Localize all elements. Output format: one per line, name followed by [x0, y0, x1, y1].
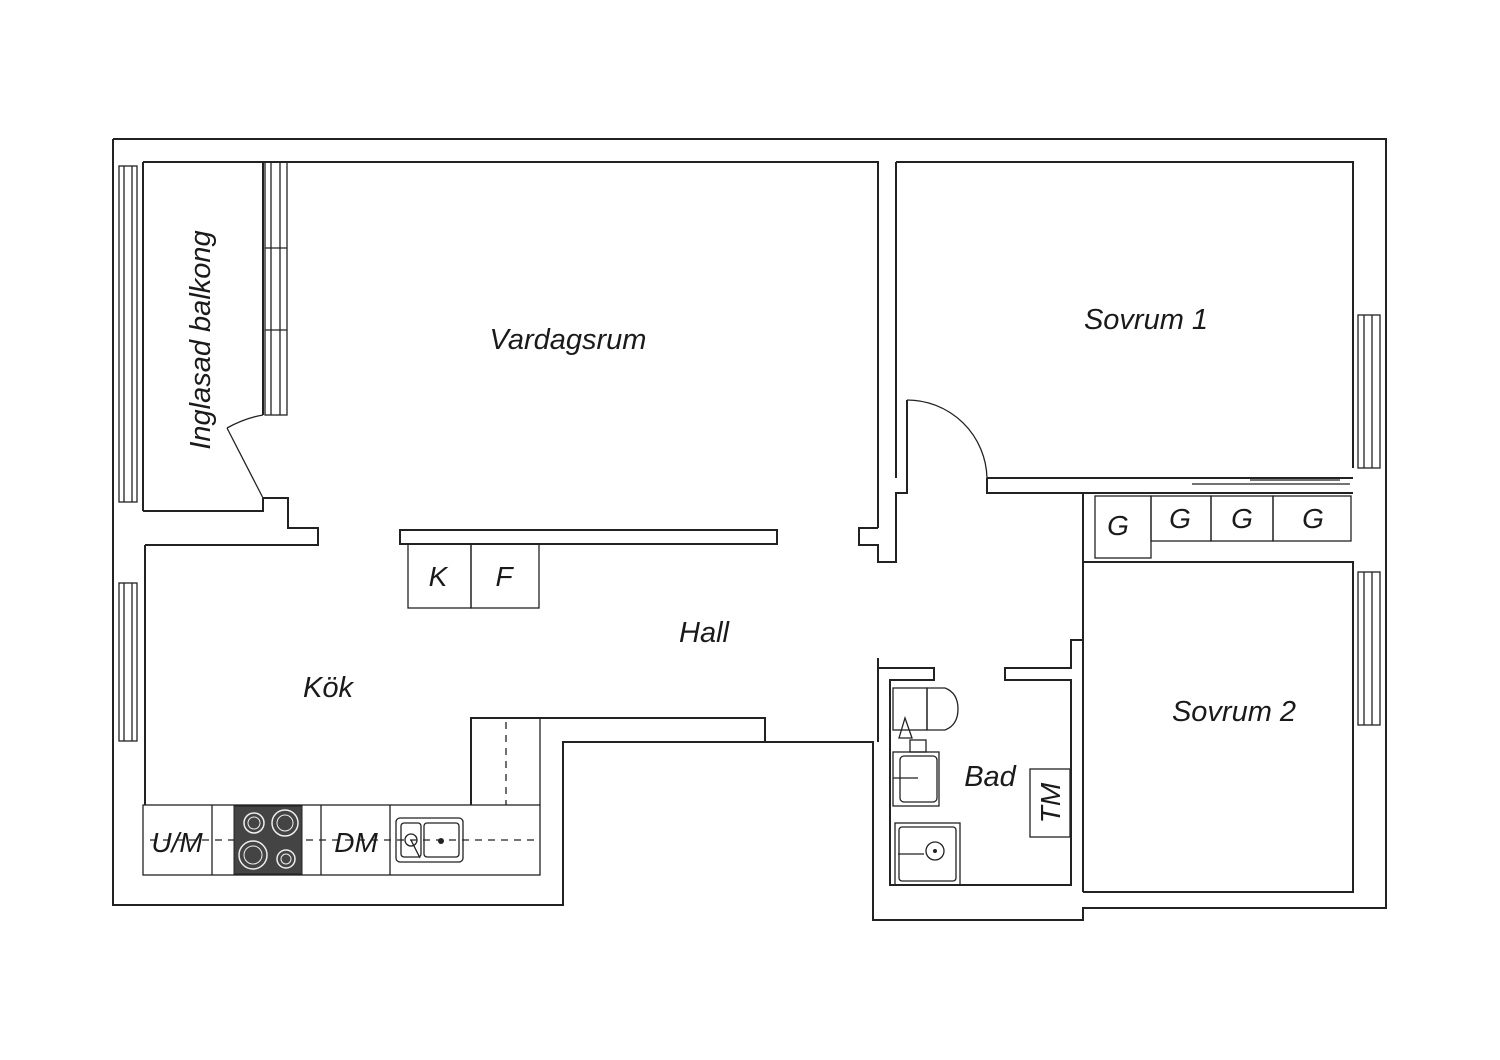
wardrobes	[1094, 479, 1352, 559]
washer-label: TM	[1035, 782, 1066, 823]
wardrobe-label-3: G	[1231, 503, 1253, 534]
kitchen-label: Kök	[303, 672, 354, 704]
outer-walls	[112, 138, 1387, 921]
door-bedroom-1	[906, 399, 988, 479]
kitchen-counter	[142, 718, 541, 876]
stove-icon	[233, 805, 303, 875]
dishwasher-label: DM	[334, 827, 378, 858]
interior-walls	[399, 162, 1354, 892]
oven-microwave-label: U/M	[151, 827, 203, 858]
wardrobe-label-4: G	[1302, 503, 1324, 534]
toilet-icon	[892, 687, 959, 731]
living-room-label: Vardagsrum	[490, 324, 647, 356]
windows	[118, 161, 1381, 742]
wardrobe-label-1: G	[1107, 510, 1129, 541]
balcony-label: Inglasad balkong	[185, 230, 217, 449]
bathroom-label: Bad	[964, 761, 1016, 793]
kitchen-sink-icon	[395, 817, 464, 863]
fridge-label: K	[429, 561, 449, 592]
bedroom-1-label: Sovrum 1	[1084, 304, 1208, 336]
fridge-freezer	[407, 543, 540, 609]
wardrobe-label-2: G	[1169, 503, 1191, 534]
shower-icon	[894, 822, 961, 886]
washbasin-icon	[892, 715, 940, 807]
hall-label: Hall	[679, 617, 731, 649]
washing-machine-box	[1029, 768, 1071, 838]
balcony-enclosure	[143, 161, 264, 512]
freezer-label: F	[495, 561, 514, 592]
bedroom-2-label: Sovrum 2	[1172, 696, 1296, 728]
